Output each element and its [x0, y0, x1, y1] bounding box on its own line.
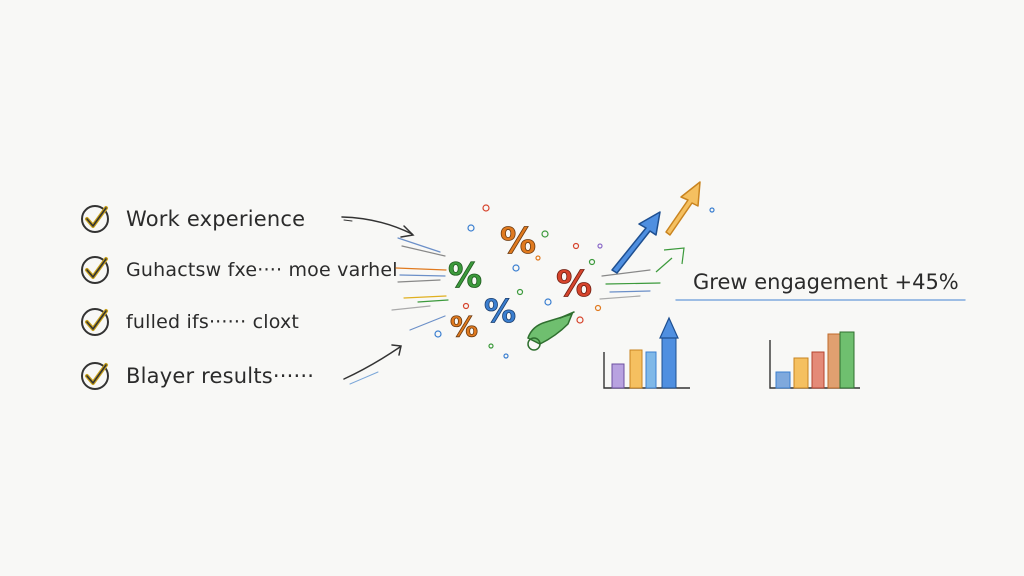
- percent-icon: %: [448, 256, 483, 297]
- trend-arrow-icon: [665, 181, 701, 236]
- check-icon: [81, 362, 109, 390]
- percent-icon: %: [556, 264, 593, 306]
- checklist-item: Work experience: [78, 201, 305, 237]
- checklist-item: Guhactsw fxe···· moe varhel: [78, 252, 398, 288]
- checklist-label: Work experience: [126, 207, 306, 231]
- svg-text:%: %: [450, 310, 478, 343]
- check-icon: [81, 256, 109, 284]
- bar-chart-icon: [603, 316, 690, 389]
- percent-icon: %: [484, 292, 517, 331]
- checklist-label: Guhactsw fxe···· moe varhel: [126, 259, 398, 281]
- checklist-item: Blayer results······: [78, 358, 314, 394]
- engagement-headline: Grew engagement +45%: [693, 270, 959, 294]
- arrow-icon: [343, 344, 402, 385]
- svg-text:%: %: [500, 221, 536, 262]
- arrow-icon: [341, 216, 415, 238]
- svg-text:%: %: [448, 256, 482, 296]
- svg-text:%: %: [484, 292, 516, 330]
- svg-text:%: %: [556, 264, 592, 305]
- confetti-dots: [434, 204, 715, 359]
- percent-icon: %: [450, 310, 479, 344]
- swirl-icon: [527, 311, 575, 351]
- bar-chart-icon: [769, 331, 860, 389]
- check-icon: [81, 308, 109, 336]
- checklist-label: Blayer results······: [126, 364, 315, 388]
- checklist-item: fulled ifs······ cloxt: [78, 304, 299, 340]
- trend-arrow-icon: [655, 247, 685, 273]
- checklist-label: fulled ifs······ cloxt: [126, 311, 300, 333]
- percent-icon: %: [500, 221, 537, 263]
- trend-arrow-icon: [611, 211, 661, 274]
- check-icon: [81, 205, 109, 233]
